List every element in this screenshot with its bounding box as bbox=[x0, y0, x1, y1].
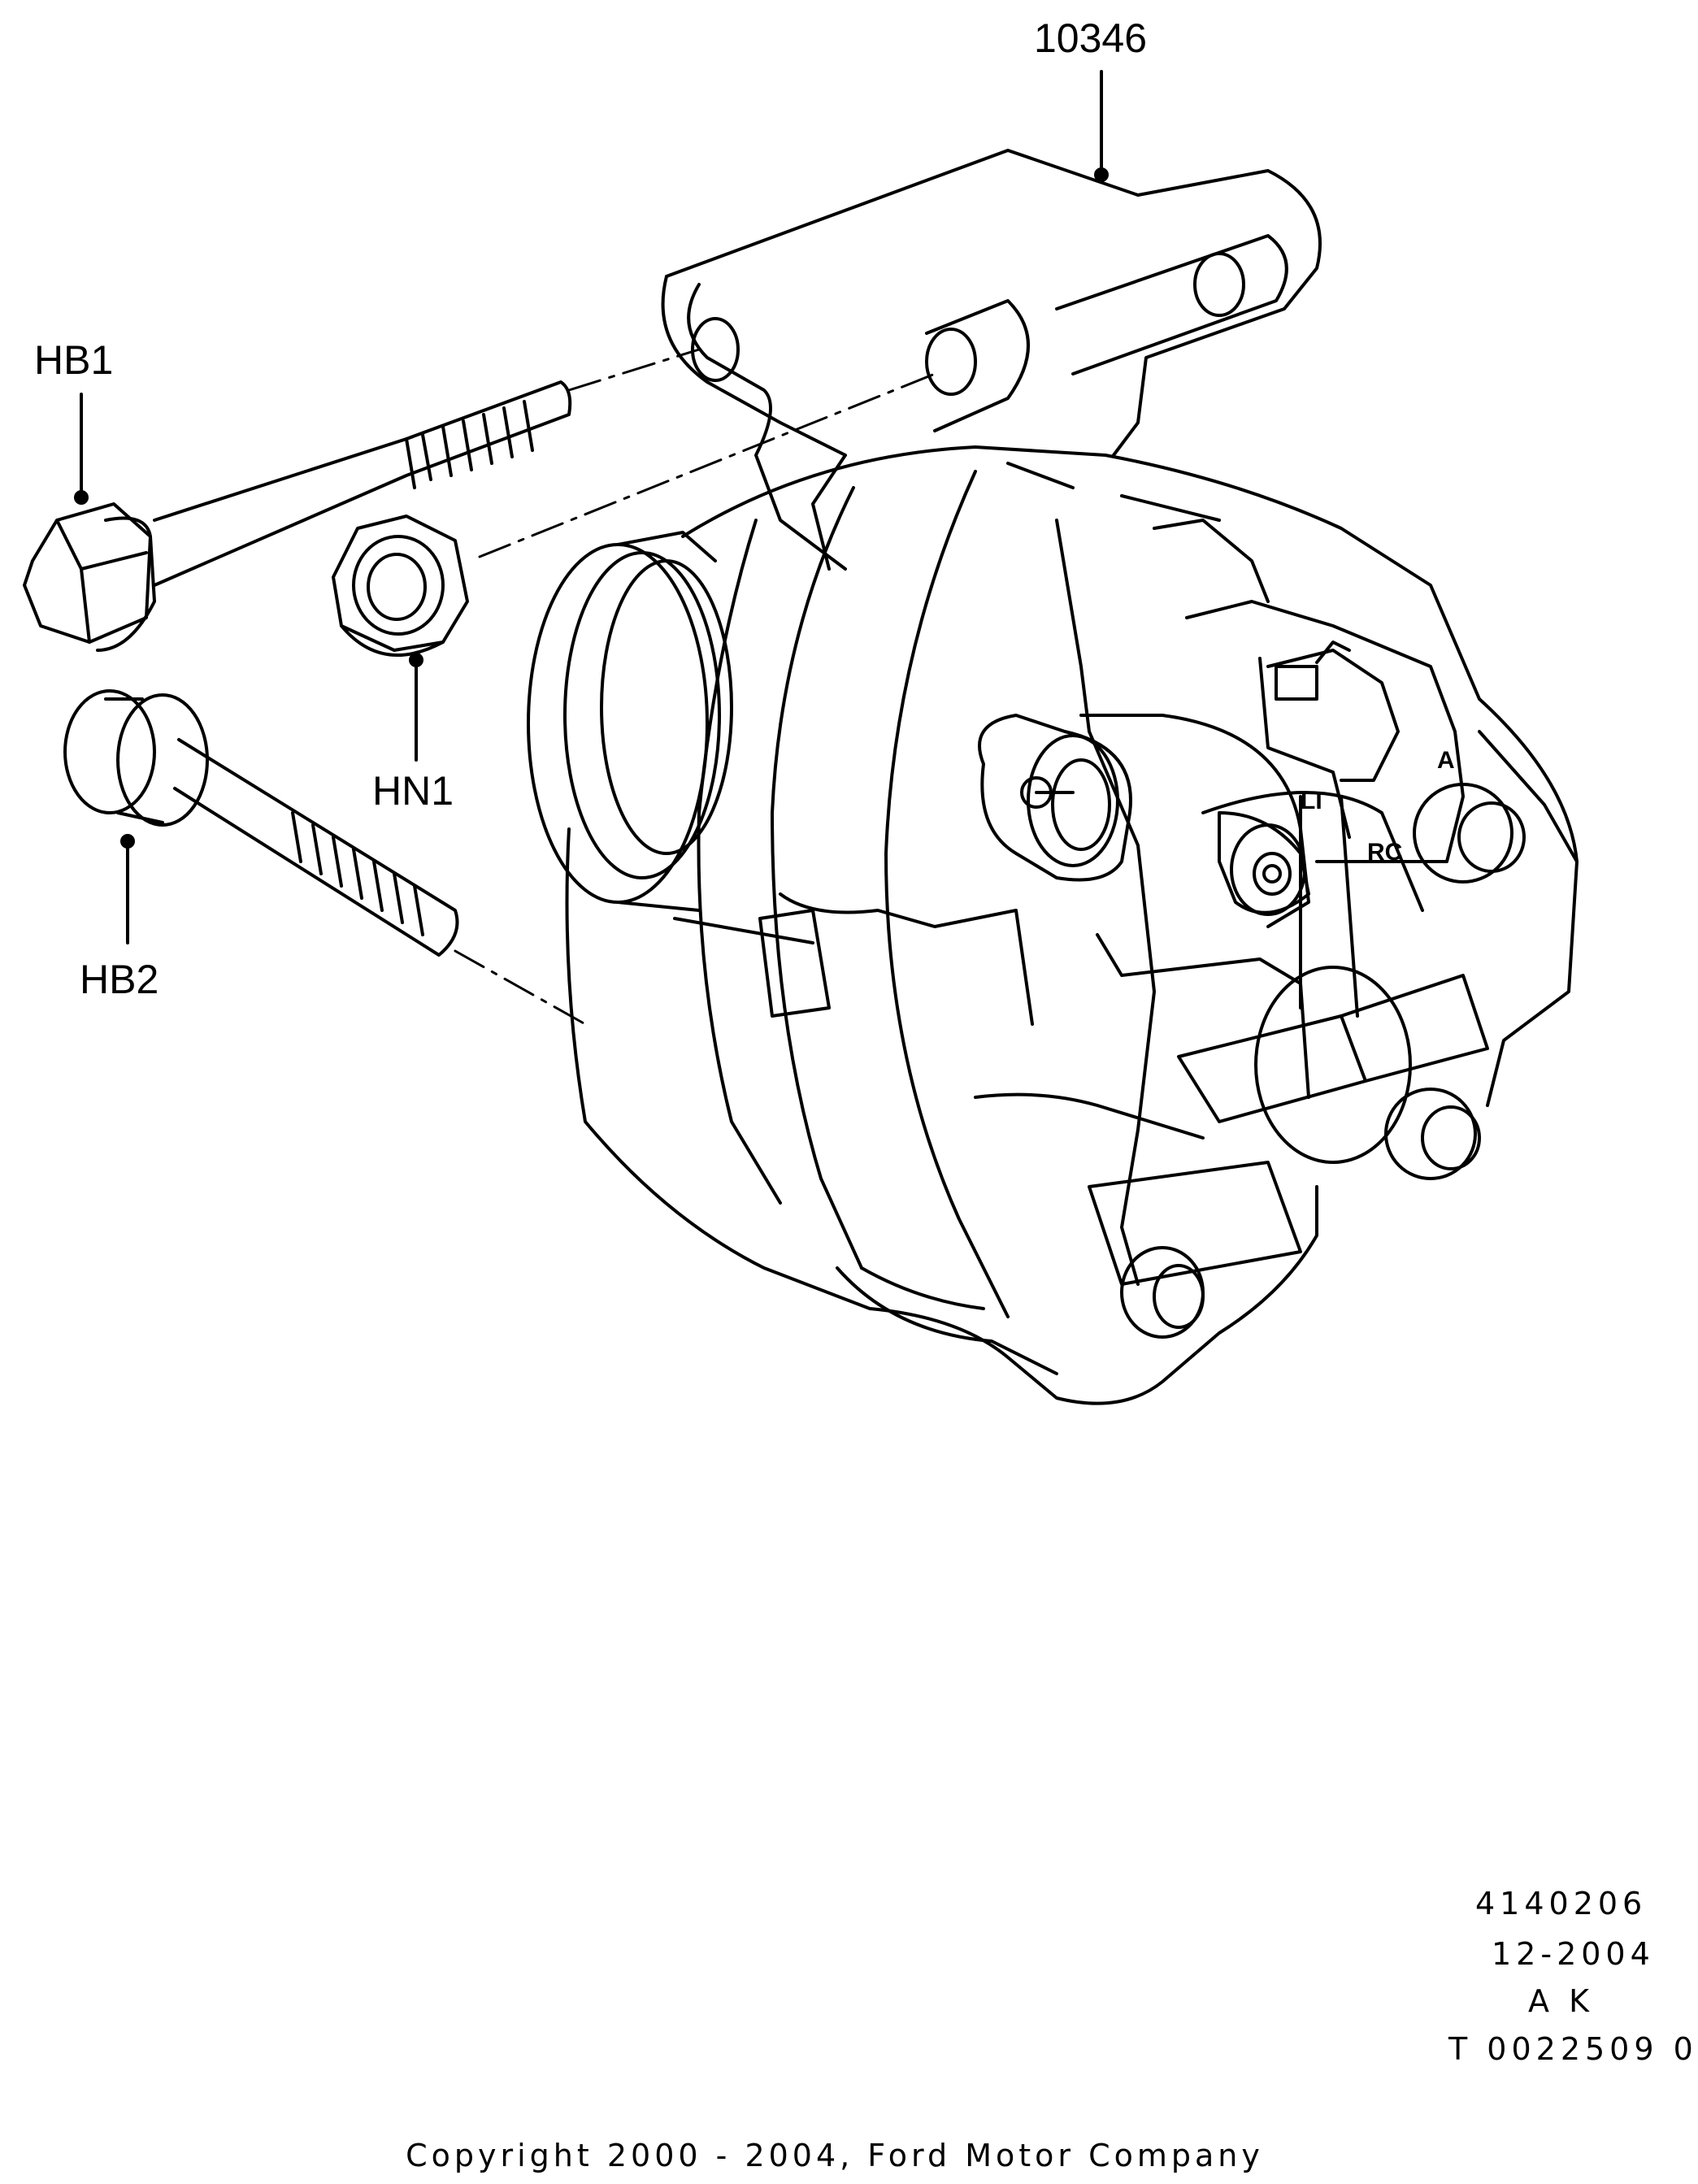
rear-cover-bosses bbox=[1120, 783, 1526, 1339]
through-bolts bbox=[673, 462, 1075, 1018]
lower-housing bbox=[836, 1266, 1058, 1375]
drawing-date: 12-2004 bbox=[1492, 1936, 1655, 1972]
connector-pin-labels: LI RC A bbox=[1301, 747, 1455, 866]
leader-hn1 bbox=[409, 653, 423, 762]
copyright-notice: Copyright 2000 - 2004, Ford Motor Compan… bbox=[406, 2138, 1264, 2173]
leader-10346 bbox=[1094, 70, 1109, 182]
mounting-bracket bbox=[661, 149, 1322, 571]
bolt-hb2 bbox=[63, 689, 459, 957]
alternator-body bbox=[527, 445, 1579, 1405]
callout-hb2: HB2 bbox=[80, 957, 159, 1002]
pin-label-li: LI bbox=[1301, 788, 1322, 814]
nut-hn1 bbox=[332, 515, 469, 657]
bolt-hb1 bbox=[23, 380, 572, 652]
t-number: T 0022509 0 bbox=[1448, 2031, 1698, 2067]
alignment-lines bbox=[454, 348, 936, 1026]
callout-hn1: HN1 bbox=[372, 768, 454, 814]
output-terminal bbox=[978, 714, 1310, 928]
callout-hb1: HB1 bbox=[34, 337, 114, 383]
drawing-code: A K bbox=[1528, 1983, 1594, 2019]
drawing-number: 4140206 bbox=[1475, 1886, 1648, 1921]
pin-label-rc: RC bbox=[1367, 839, 1402, 866]
pin-label-a: A bbox=[1437, 747, 1455, 774]
leader-hb2 bbox=[120, 834, 135, 944]
leader-hb1 bbox=[74, 393, 89, 505]
regulator-connector bbox=[1120, 494, 1465, 863]
callout-10346: 10346 bbox=[1034, 15, 1148, 61]
